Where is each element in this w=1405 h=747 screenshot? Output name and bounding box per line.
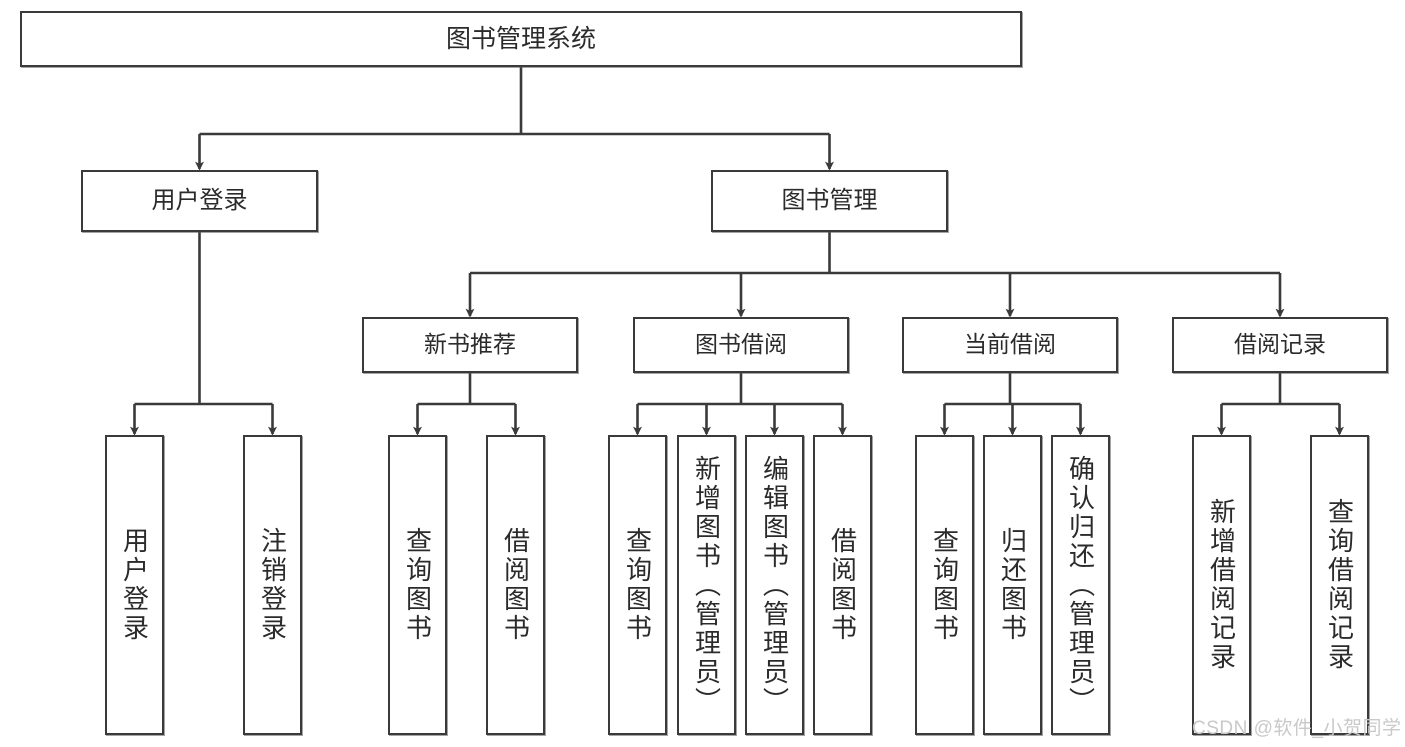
node-box-leaf8: 借阅图书 <box>813 435 872 735</box>
node-label-borrow: 图书借阅 <box>695 331 787 358</box>
node-label-leaf6: 新增图书（管理员） <box>691 454 722 716</box>
node-box-leaf10: 归还图书 <box>983 435 1042 735</box>
node-label-leaf11: 确认归还（管理员） <box>1065 454 1096 716</box>
node-label-records: 借阅记录 <box>1234 331 1326 358</box>
node-box-leaf11: 确认归还（管理员） <box>1051 435 1110 735</box>
node-label-leaf8: 借阅图书 <box>827 527 858 643</box>
node-label-newbook: 新书推荐 <box>424 331 516 358</box>
node-box-leaf13: 查询借阅记录 <box>1310 435 1369 735</box>
node-box-bookmgmt: 图书管理 <box>711 170 948 232</box>
node-label-login: 用户登录 <box>151 186 248 214</box>
node-box-leaf12: 新增借阅记录 <box>1192 435 1251 735</box>
node-box-leaf7: 编辑图书（管理员） <box>745 435 804 735</box>
node-box-newbook: 新书推荐 <box>362 317 578 373</box>
node-box-leaf4: 借阅图书 <box>486 435 545 735</box>
node-label-leaf9: 查询图书 <box>929 527 960 643</box>
node-label-leaf2: 注销登录 <box>257 527 288 643</box>
node-label-leaf12: 新增借阅记录 <box>1206 498 1237 672</box>
node-box-root: 图书管理系统 <box>20 11 1022 67</box>
node-label-bookmgmt: 图书管理 <box>781 186 878 214</box>
node-label-leaf4: 借阅图书 <box>500 527 531 643</box>
node-label-leaf10: 归还图书 <box>997 527 1028 643</box>
node-box-leaf6: 新增图书（管理员） <box>677 435 736 735</box>
node-box-current: 当前借阅 <box>902 317 1118 373</box>
node-box-leaf3: 查询图书 <box>388 435 447 735</box>
node-label-current: 当前借阅 <box>964 331 1056 358</box>
node-label-leaf3: 查询图书 <box>402 527 433 643</box>
node-label-leaf1: 用户登录 <box>119 527 150 643</box>
node-box-leaf1: 用户登录 <box>105 435 164 735</box>
node-label-leaf13: 查询借阅记录 <box>1324 498 1355 672</box>
node-box-leaf5: 查询图书 <box>608 435 667 735</box>
node-box-leaf9: 查询图书 <box>915 435 974 735</box>
node-box-records: 借阅记录 <box>1172 317 1388 373</box>
node-label-root: 图书管理系统 <box>445 25 596 53</box>
node-box-login: 用户登录 <box>81 170 318 232</box>
node-label-leaf5: 查询图书 <box>622 527 653 643</box>
node-box-leaf2: 注销登录 <box>243 435 302 735</box>
node-box-borrow: 图书借阅 <box>633 317 849 373</box>
node-label-leaf7: 编辑图书（管理员） <box>759 454 790 716</box>
